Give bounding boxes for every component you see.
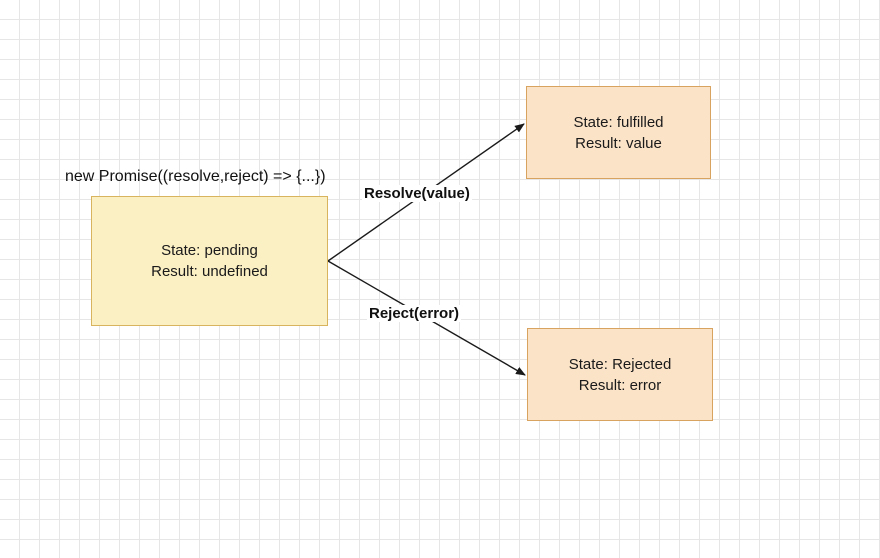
pending-result-text: Result: undefined (151, 263, 268, 280)
fulfilled-result-text: Result: value (575, 134, 662, 152)
resolve-edge-label: Resolve(value) (362, 185, 472, 202)
fulfilled-state-text: State: fulfilled (573, 113, 664, 131)
pending-state-text: State: pending (161, 242, 258, 259)
fulfilled-state-box: State: fulfilled Result: value (526, 86, 711, 179)
rejected-state-box: State: Rejected Result: error (527, 328, 713, 421)
promise-constructor-caption: new Promise((resolve,reject) => {...}) (65, 168, 326, 185)
pending-state-box: State: pending Result: undefined (91, 196, 328, 326)
rejected-state-text: State: Rejected (568, 355, 672, 373)
rejected-result-text: Result: error (578, 376, 662, 394)
reject-edge-label: Reject(error) (367, 305, 462, 322)
